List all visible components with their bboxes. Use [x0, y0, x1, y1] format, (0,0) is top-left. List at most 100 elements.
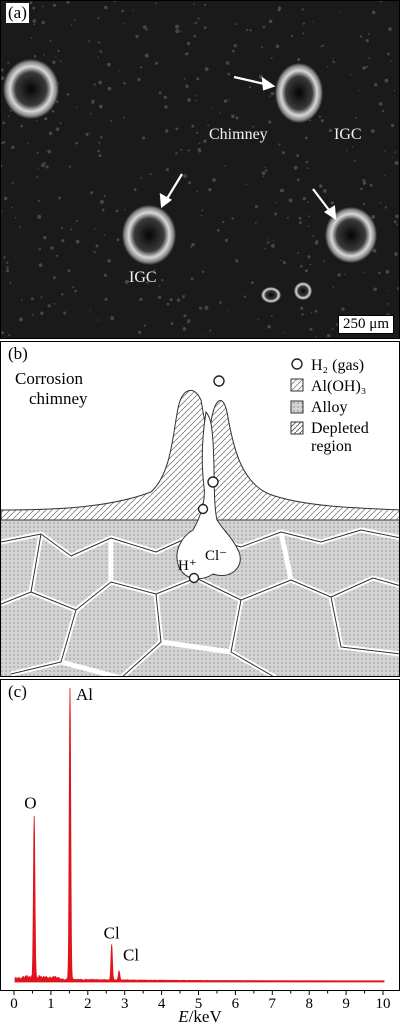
surface-speckle	[175, 152, 178, 155]
surface-speckle	[275, 44, 280, 49]
x-tick-label: 7	[269, 996, 277, 1011]
surface-speckle	[300, 264, 303, 268]
legend-depleted-label: Depleted region	[311, 420, 373, 455]
surface-speckle	[270, 57, 273, 59]
surface-speckle	[219, 301, 222, 304]
surface-speckle	[335, 323, 339, 326]
surface-speckle	[185, 84, 189, 88]
legend-dots-icon	[290, 378, 304, 392]
surface-speckle	[94, 228, 96, 230]
surface-speckle	[384, 150, 387, 152]
surface-speckle	[158, 295, 162, 299]
surface-speckle	[43, 161, 46, 165]
surface-speckle	[1, 142, 3, 145]
surface-speckle	[58, 196, 62, 200]
x-tick-label: 10	[376, 996, 391, 1011]
surface-speckle	[378, 271, 381, 275]
surface-speckle	[359, 35, 363, 38]
surface-speckle	[97, 17, 100, 20]
surface-speckle	[97, 56, 99, 59]
spectrum-series	[14, 687, 385, 983]
surface-speckle	[6, 266, 9, 269]
surface-speckle	[32, 6, 36, 10]
surface-speckle	[304, 136, 308, 140]
surface-speckle	[29, 1, 33, 5]
surface-speckle	[89, 132, 91, 134]
surface-speckle	[155, 61, 159, 65]
surface-speckle	[360, 187, 363, 191]
surface-speckle	[320, 45, 322, 48]
surface-speckle	[33, 55, 37, 58]
surface-speckle	[372, 248, 377, 253]
surface-speckle	[103, 273, 107, 277]
surface-speckle	[11, 206, 13, 209]
surface-speckle	[199, 306, 202, 310]
surface-speckle	[2, 121, 6, 125]
surface-speckle	[166, 302, 170, 306]
surface-speckle	[305, 160, 309, 164]
surface-speckle	[158, 91, 162, 95]
surface-speckle	[267, 324, 272, 329]
surface-speckle	[21, 298, 23, 301]
x-tick-label: 5	[195, 996, 203, 1011]
surface-speckle	[188, 181, 192, 185]
surface-speckle	[102, 208, 105, 211]
surface-speckle	[309, 263, 312, 266]
surface-speckle	[219, 112, 221, 114]
surface-speckle	[132, 9, 134, 11]
surface-speckle	[306, 167, 309, 170]
surface-speckle	[274, 212, 278, 216]
surface-speckle	[89, 309, 91, 311]
surface-speckle	[370, 129, 375, 134]
surface-speckle	[185, 52, 189, 56]
surface-speckle	[208, 187, 212, 192]
surface-speckle	[41, 163, 45, 168]
surface-speckle	[75, 219, 78, 222]
surface-speckle	[124, 279, 129, 284]
surface-speckle	[298, 221, 302, 225]
surface-speckle	[104, 297, 108, 301]
surface-speckle	[254, 222, 257, 224]
surface-speckle	[140, 66, 143, 69]
surface-speckle	[1, 68, 4, 72]
surface-speckle	[249, 29, 252, 32]
surface-speckle	[190, 277, 194, 281]
x-tick-label: 4	[158, 996, 166, 1011]
surface-speckle	[228, 310, 230, 312]
surface-speckle	[191, 124, 195, 128]
surface-speckle	[180, 148, 183, 151]
surface-speckle	[394, 161, 399, 165]
surface-speckle	[384, 206, 387, 209]
igc-label-bottom: IGC	[129, 269, 157, 286]
surface-speckle	[362, 66, 366, 70]
surface-speckle	[262, 25, 266, 29]
h2-bubble-1	[213, 375, 225, 387]
surface-speckle	[27, 142, 30, 144]
surface-speckle	[307, 201, 309, 203]
surface-speckle	[41, 20, 45, 25]
surface-speckle	[301, 313, 304, 316]
surface-speckle	[266, 239, 268, 241]
legend-h2-label: H₂ (gas)	[311, 357, 364, 374]
surface-speckle	[235, 259, 239, 263]
legend-alloy-label: Alloy	[311, 399, 347, 416]
surface-speckle	[98, 154, 102, 158]
scale-bar: 250 μm	[338, 315, 394, 334]
corrosion-pit-1	[3, 59, 59, 119]
surface-speckle	[381, 110, 385, 113]
surface-speckle	[223, 99, 228, 103]
corrosion-channel	[176, 410, 241, 580]
surface-speckle	[251, 281, 254, 284]
sem-micrograph-image	[1, 1, 399, 338]
surface-speckle	[6, 261, 9, 264]
surface-speckle	[201, 270, 205, 273]
surface-speckle	[314, 241, 319, 245]
surface-speckle	[286, 216, 289, 219]
h2-bubble-2	[207, 476, 219, 488]
surface-speckle	[42, 5, 44, 8]
x-tick-label: 2	[84, 996, 92, 1011]
surface-speckle	[32, 314, 34, 316]
surface-speckle	[177, 298, 181, 302]
